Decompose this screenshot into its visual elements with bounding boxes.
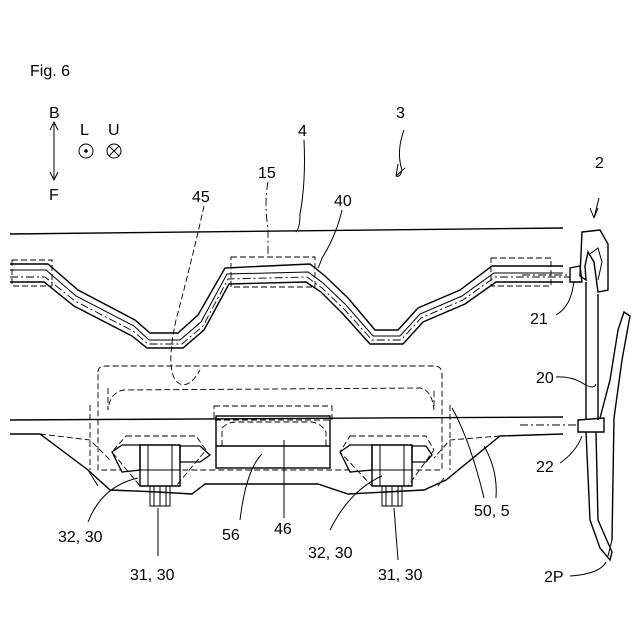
- label-56: 56: [222, 527, 240, 544]
- clip-head: [580, 230, 608, 292]
- orientation-indicator: B F L U: [49, 105, 121, 204]
- left-foot-ribs: [154, 486, 166, 506]
- leader-4: [296, 140, 305, 232]
- upper-corrugated-member: [10, 228, 570, 348]
- leader-20: [556, 377, 596, 387]
- corrugation-lower-line: [10, 282, 563, 348]
- right-claw-32b: [412, 446, 432, 462]
- left-claw-32b: [180, 446, 210, 462]
- figure-title: Fig. 6: [30, 63, 70, 80]
- seat-46-body: [216, 416, 330, 468]
- label-31-30-left: 31, 30: [130, 567, 175, 584]
- label-45: 45: [192, 189, 210, 206]
- right-claw-32: [340, 445, 372, 472]
- label-2: 2: [595, 155, 604, 172]
- orientation-up-label: U: [108, 122, 120, 139]
- clip-tab-22: [578, 418, 604, 432]
- label-50-5: 50, 5: [474, 503, 510, 520]
- label-46: 46: [274, 521, 292, 538]
- left-boss-31: [140, 445, 180, 486]
- leader-22: [560, 436, 582, 463]
- orientation-left-label: L: [80, 122, 89, 139]
- reference-numerals: 2 3 4 15 40 45 21 20 22 2P 32, 30 31, 30…: [58, 105, 604, 586]
- leader-31-30-right: [394, 508, 398, 560]
- corrugation-inner-line: [10, 270, 563, 340]
- leader-3: [396, 130, 405, 176]
- label-31-30-right: 31, 30: [378, 567, 423, 584]
- into-page-cross-icon: [107, 144, 121, 158]
- corrugation-upper-line: [10, 264, 563, 333]
- right-foot-ribs: [386, 486, 398, 506]
- upper-top-edge: [10, 228, 563, 234]
- leader-2p: [570, 562, 606, 576]
- label-2p: 2P: [544, 569, 564, 586]
- clip-component: [570, 230, 630, 560]
- leader-40: [318, 210, 342, 268]
- right-boss-31: [372, 445, 412, 486]
- label-32-30-right: 32, 30: [308, 545, 353, 562]
- left-claw-32: [112, 445, 140, 472]
- leader-15: [266, 182, 268, 257]
- left-engaging-portion: [112, 436, 210, 506]
- seat-46-dashed-contour: [222, 422, 326, 446]
- orientation-front-label: F: [49, 187, 59, 204]
- lower-top-edge: [10, 417, 563, 420]
- label-32-30-left: 32, 30: [58, 529, 103, 546]
- label-4: 4: [298, 123, 307, 140]
- label-22: 22: [536, 459, 554, 476]
- leader-32-30-left: [88, 478, 138, 522]
- clip-stem-20: [586, 282, 598, 420]
- inner-dashed-arch: [108, 388, 434, 410]
- leader-32-30-right: [330, 476, 382, 530]
- leader-56: [240, 454, 262, 520]
- lower-member: [10, 366, 563, 506]
- label-20: 20: [536, 370, 554, 387]
- left-boss-ribs: [140, 445, 180, 486]
- label-3: 3: [396, 105, 405, 122]
- central-seat: [214, 406, 332, 468]
- label-40: 40: [334, 193, 352, 210]
- label-21: 21: [530, 311, 548, 328]
- side-dashed-lines: [90, 405, 450, 470]
- right-boss-ribs: [372, 445, 412, 486]
- leader-2: [590, 198, 599, 218]
- clip-leg: [586, 432, 612, 560]
- leader-5: [484, 446, 496, 498]
- label-15: 15: [258, 165, 276, 182]
- out-of-page-dot-icon: [79, 144, 93, 158]
- leader-21: [556, 282, 574, 315]
- orientation-back-label: B: [49, 105, 60, 122]
